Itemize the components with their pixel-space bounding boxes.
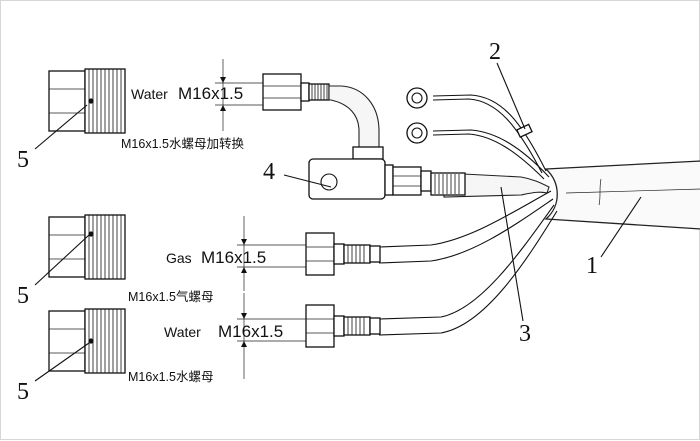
callout-4: 4: [263, 159, 275, 185]
nut-middle: [48, 214, 126, 280]
main-cable: [544, 160, 700, 230]
nut-bottom: [48, 308, 126, 374]
water-bottom-thread: M16x1.5: [218, 322, 283, 341]
leader-lines: [34, 62, 642, 382]
gas-note: M16x1.5气螺母: [128, 289, 213, 304]
nut-top: [48, 68, 126, 134]
gas-thread: M16x1.5: [201, 248, 266, 267]
water-bottom-fitting: [305, 304, 381, 348]
water-adapter-assembly: [262, 73, 466, 200]
hose-bundle: [378, 172, 558, 336]
water-bottom-prefix: Water: [164, 324, 201, 340]
dimension-marks: [215, 59, 306, 379]
callout-5-bottom: 5: [17, 379, 29, 405]
water-top-thread: M16x1.5: [178, 84, 243, 103]
callout-1: 1: [586, 253, 598, 279]
water-top-note: M16x1.5水螺母加转换: [121, 136, 244, 151]
callout-5-middle: 5: [17, 283, 29, 309]
gas-prefix: Gas: [166, 250, 192, 266]
water-top-prefix: Water: [131, 86, 168, 102]
callout-5-top: 5: [17, 147, 29, 173]
gas-fitting: [305, 232, 381, 276]
water-bottom-note: M16x1.5水螺母: [128, 370, 213, 384]
callout-3: 3: [519, 321, 531, 347]
control-wires: [406, 87, 550, 180]
callout-2: 2: [489, 39, 501, 65]
